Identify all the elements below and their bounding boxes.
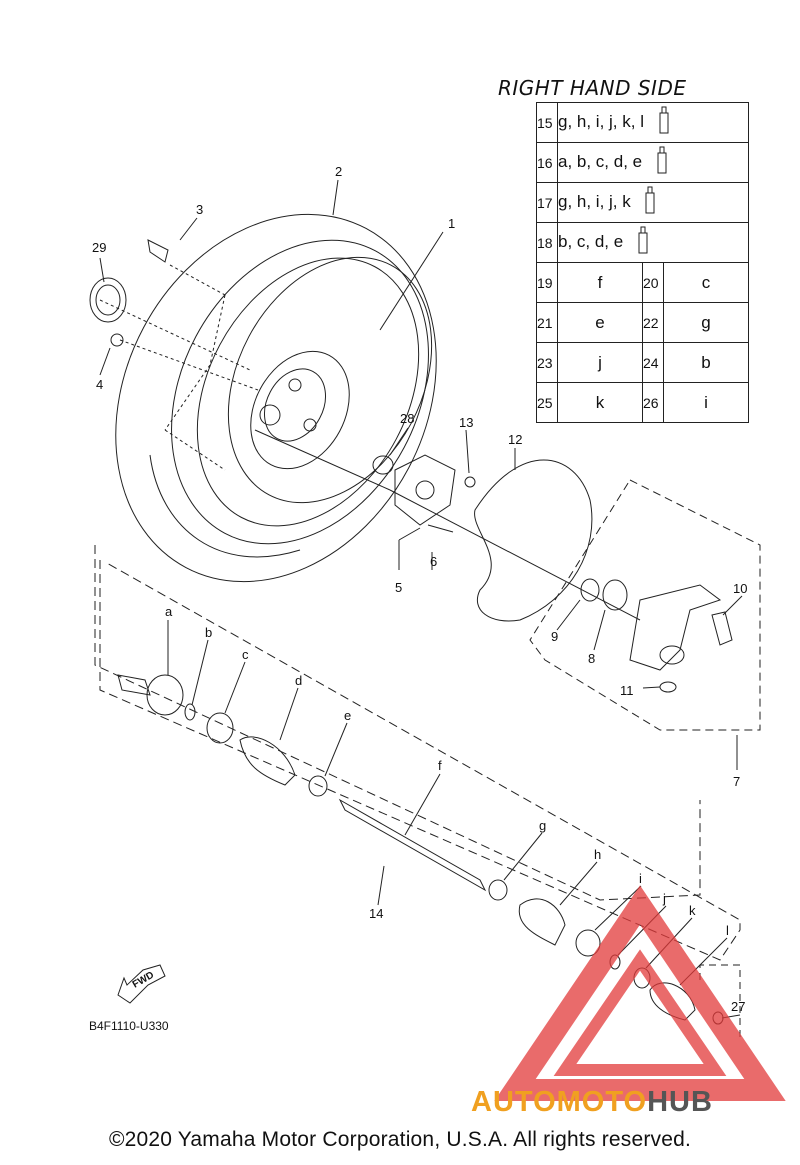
row-number: 19 [536, 262, 558, 303]
callout-9: 9 [551, 629, 558, 644]
fwd-arrow-icon: FWD [117, 964, 166, 1004]
row-number: 15 [536, 102, 558, 143]
row-number: 25 [536, 382, 558, 423]
band-e [308, 775, 328, 797]
nut [110, 333, 124, 347]
table-row: 25 k 26 i [536, 382, 749, 423]
row-value: f [557, 262, 643, 303]
table-row: 19 f 20 c [536, 262, 749, 303]
boot-d [239, 736, 296, 786]
row-number: 20 [642, 262, 664, 303]
watermark-logo: AUTOMOTOHUB [471, 1086, 713, 1118]
callout-14: 14 [369, 906, 383, 921]
circlip-b [184, 703, 196, 721]
row-number: 22 [642, 302, 664, 343]
table-title: RIGHT HAND SIDE [498, 76, 687, 100]
row-number: 26 [642, 382, 664, 423]
table-row: 18 b, c, d, e [536, 222, 749, 263]
callout-f: f [438, 758, 442, 773]
driveshaft-box-inner [99, 560, 741, 961]
band-c [206, 712, 234, 744]
row-value: j [557, 342, 643, 383]
row-number: 16 [536, 142, 558, 183]
table-row: 17 g, h, i, j, k [536, 182, 749, 223]
grease-tube-icon [638, 225, 648, 260]
callout-12: 12 [508, 432, 522, 447]
driveshaft-box-outer [94, 545, 701, 901]
callout-d: d [295, 673, 302, 688]
hub-flange [372, 454, 476, 533]
row-number: 23 [536, 342, 558, 383]
callout-3: 3 [196, 202, 203, 217]
callout-b: b [205, 625, 212, 640]
row-value: b [663, 342, 749, 383]
callout-a: a [165, 604, 173, 619]
callout-h: h [594, 847, 601, 862]
row-value: e [557, 302, 643, 343]
table-row: 15 g, h, i, j, k, l [536, 102, 749, 143]
callout-28: 28 [400, 411, 414, 426]
spacer-28 [372, 455, 394, 475]
row-value: g, h, i, j, k [558, 191, 631, 211]
circlip-11 [659, 681, 677, 693]
table-row: 21 e 22 g [536, 302, 749, 343]
row-value: b, c, d, e [558, 231, 624, 251]
row-number: 21 [536, 302, 558, 343]
callout-8: 8 [588, 651, 595, 666]
grease-tube-icon [645, 185, 655, 220]
callout-e: e [344, 708, 351, 723]
row-value: g [663, 302, 749, 343]
callout-10: 10 [733, 581, 747, 596]
callout-7: 7 [733, 774, 740, 789]
wheel-cap [89, 277, 127, 323]
callout-l: l [726, 923, 729, 938]
callout-4: 4 [96, 377, 103, 392]
diagram-code: B4F1110-U330 [89, 1019, 169, 1033]
callout-27: 27 [731, 999, 745, 1014]
legend-table: 15 g, h, i, j, k, l 16 a, b, c, d, e 17 … [536, 102, 749, 423]
callout-j: j [662, 891, 666, 906]
callout-29: 29 [92, 240, 106, 255]
watermark-triangle-icon [494, 885, 786, 1101]
ball-joint-10 [711, 611, 733, 646]
knuckle [580, 578, 733, 693]
callout-13: 13 [459, 415, 473, 430]
brake-disc [474, 459, 593, 622]
bolt-13 [464, 476, 476, 488]
row-number: 18 [536, 222, 558, 263]
callout-k: k [689, 903, 696, 918]
wheel-hub [250, 350, 350, 470]
row-value: g, h, i, j, k, l [558, 111, 644, 131]
callout-c: c [242, 647, 249, 662]
row-number: 17 [536, 182, 558, 223]
inboard-joint [117, 674, 184, 716]
callout-i: i [639, 871, 642, 886]
circlip-9 [580, 578, 600, 602]
band-g [488, 879, 508, 901]
band-i [575, 929, 601, 957]
knuckle-group-box [529, 479, 761, 731]
grease-tube-icon [659, 105, 669, 140]
callout-2: 2 [335, 164, 342, 179]
boot-h [518, 898, 566, 946]
valve-stem [147, 239, 169, 263]
bearing-8 [602, 579, 628, 611]
callout-1: 1 [448, 216, 455, 231]
tire [115, 213, 437, 583]
table-row: 23 j 24 b [536, 342, 749, 383]
callout-6: 6 [430, 554, 437, 569]
table-row: 16 a, b, c, d, e [536, 142, 749, 183]
row-value: i [663, 382, 749, 423]
row-value: c [663, 262, 749, 303]
copyright-text: ©2020 Yamaha Motor Corporation, U.S.A. A… [108, 1128, 692, 1151]
row-value: k [557, 382, 643, 423]
callout-g: g [539, 818, 546, 833]
grease-tube-icon [657, 145, 667, 180]
row-value: a, b, c, d, e [558, 151, 643, 171]
callout-11: 11 [620, 683, 634, 698]
axle-shaft-f [338, 798, 487, 892]
row-number: 24 [642, 342, 664, 383]
callout-5: 5 [395, 580, 402, 595]
